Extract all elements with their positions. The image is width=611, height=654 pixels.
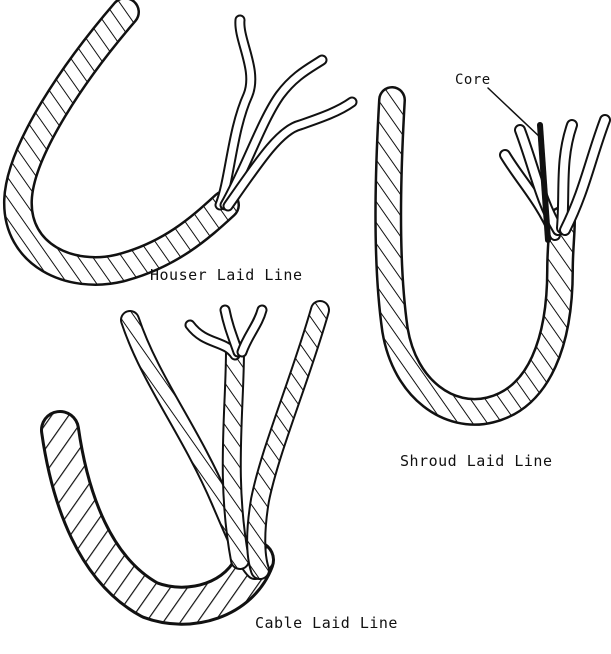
shroud-laid-line-label: Shroud Laid Line — [400, 452, 553, 470]
cable-laid-rope — [60, 310, 320, 606]
shroud-core-strand — [540, 125, 548, 240]
cable-laid-line-label: Cable Laid Line — [255, 614, 398, 632]
houser-unlaid-strands — [220, 20, 352, 206]
core-label: Core — [455, 72, 491, 88]
cable-unlaid-strands — [190, 310, 262, 355]
houser-laid-rope — [18, 12, 352, 271]
shroud-unlaid-strands — [505, 120, 605, 235]
shroud-laid-rope — [388, 88, 605, 412]
houser-laid-line-label: Houser Laid Line — [150, 266, 303, 284]
